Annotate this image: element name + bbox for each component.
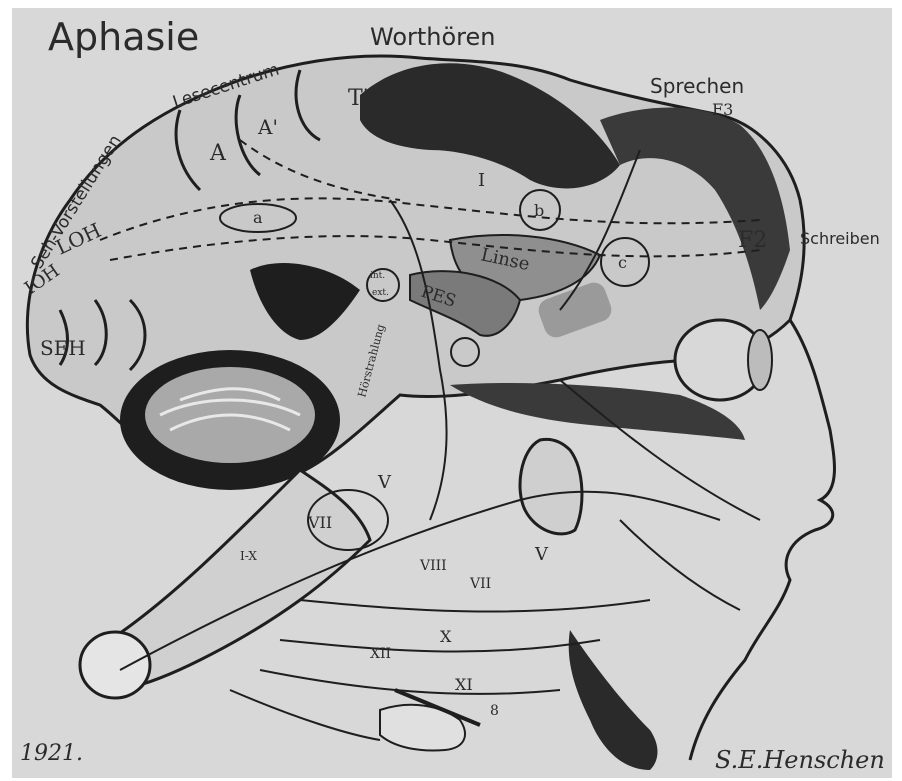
label-seh: SEH bbox=[40, 336, 86, 360]
label-worthoren: Worthören bbox=[370, 23, 496, 51]
label-ext: ext. bbox=[372, 288, 389, 298]
label-x: X bbox=[440, 627, 452, 646]
label-b: b bbox=[534, 201, 544, 220]
label-f2: F2 bbox=[738, 228, 767, 253]
label-sprechen: Sprechen bbox=[650, 74, 744, 98]
label-int: int. bbox=[370, 271, 385, 281]
label-viii: VIII bbox=[419, 558, 447, 574]
spinal-cord-section bbox=[80, 632, 150, 698]
label-t2: T'' bbox=[348, 86, 375, 111]
label-vii: VII bbox=[307, 513, 332, 532]
label-v-low: V bbox=[534, 544, 549, 565]
eye bbox=[675, 320, 772, 400]
label-f3: F3 bbox=[712, 100, 733, 119]
label-i: I bbox=[478, 170, 485, 191]
label-xii: XII bbox=[370, 646, 391, 662]
cerebellum bbox=[120, 350, 340, 490]
signature: S.E.Henschen bbox=[715, 746, 885, 774]
label-a1: A' bbox=[257, 115, 278, 139]
label-vii-low: VII bbox=[469, 576, 491, 592]
label-schreiben: Schreiben bbox=[800, 229, 880, 248]
label-c: c bbox=[618, 253, 627, 272]
label-v: V bbox=[377, 472, 392, 493]
title-aphasie: Aphasie bbox=[48, 15, 199, 59]
label-xi: XI bbox=[455, 675, 473, 694]
label-a-small: a bbox=[253, 208, 263, 227]
label-a: A bbox=[209, 141, 227, 166]
label-t1: T' bbox=[422, 104, 439, 125]
label-e: 8 bbox=[490, 703, 499, 719]
year: 1921. bbox=[20, 741, 83, 766]
label-i-x: I-X bbox=[240, 549, 257, 563]
